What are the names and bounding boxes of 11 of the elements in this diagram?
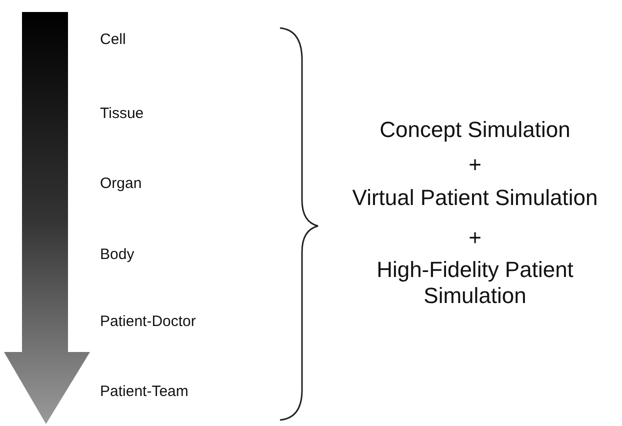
- simulation-text: Concept Simulation: [378, 117, 572, 143]
- simulation-text: +: [468, 225, 482, 251]
- simulation-text: High-Fidelity Patient Simulation: [376, 257, 574, 309]
- level-label: Tissue: [100, 105, 144, 123]
- level-label: Organ: [100, 175, 142, 193]
- level-label: Body: [100, 246, 134, 264]
- level-label: Cell: [100, 31, 126, 49]
- simulation-text: +: [468, 152, 482, 178]
- simulation-text: Virtual Patient Simulation: [351, 185, 599, 211]
- level-label: Patient-Doctor: [100, 313, 196, 331]
- level-label: Patient-Team: [100, 383, 188, 401]
